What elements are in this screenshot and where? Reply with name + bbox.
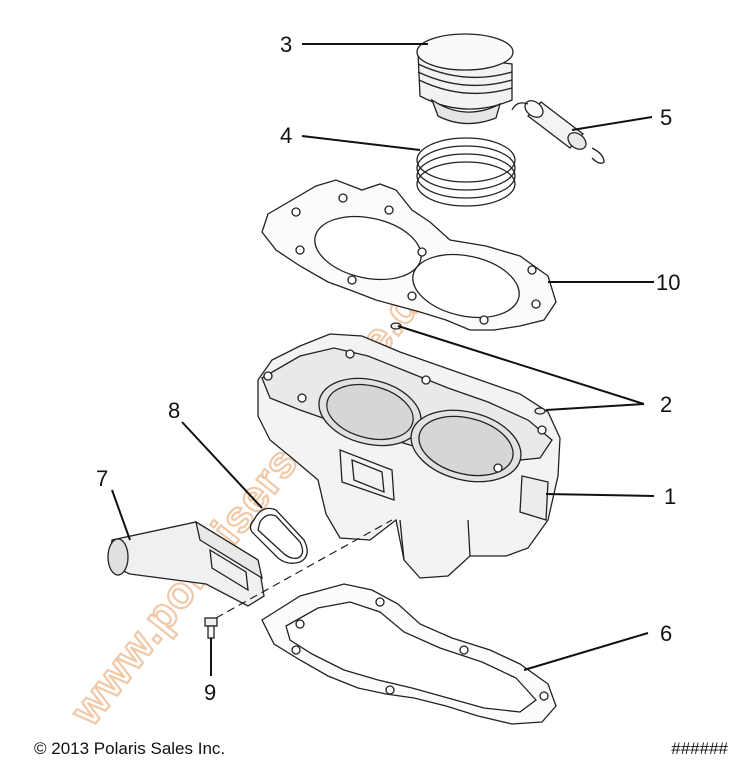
water-outlet-fitting [107,520,265,607]
assembly-line [215,519,393,619]
seal-o-ring [249,507,308,564]
copyright-text: © 2013 Polaris Sales Inc. [34,739,226,758]
callout-2: 2 [660,392,672,417]
callout-5: 5 [660,105,672,130]
leader-2b [545,403,645,411]
base-gasket [261,583,557,725]
leader-7 [111,489,131,541]
callout-1: 1 [664,484,676,509]
leader-8 [181,421,263,509]
leader-2a [397,325,645,405]
cylinder-block [257,333,561,579]
pin-clip-upper [511,102,529,111]
dowel-right [534,407,546,415]
piston [416,33,514,125]
piston-rings [416,137,516,207]
leader-4 [301,135,421,151]
head-gasket [261,179,557,331]
piston-pin [524,100,587,150]
pin-clip-lower [591,147,605,164]
callout-7: 7 [96,466,108,491]
callout-10: 10 [656,270,680,295]
bolt [204,617,218,639]
leader-5 [571,116,653,131]
callout-4: 4 [280,123,292,148]
leader-6 [523,632,649,671]
callout-8: 8 [168,398,180,423]
callout-9: 9 [204,680,216,705]
leader-1 [545,493,655,497]
callout-3: 3 [280,32,292,57]
document-number: ###### [671,739,728,758]
callout-6: 6 [660,621,672,646]
